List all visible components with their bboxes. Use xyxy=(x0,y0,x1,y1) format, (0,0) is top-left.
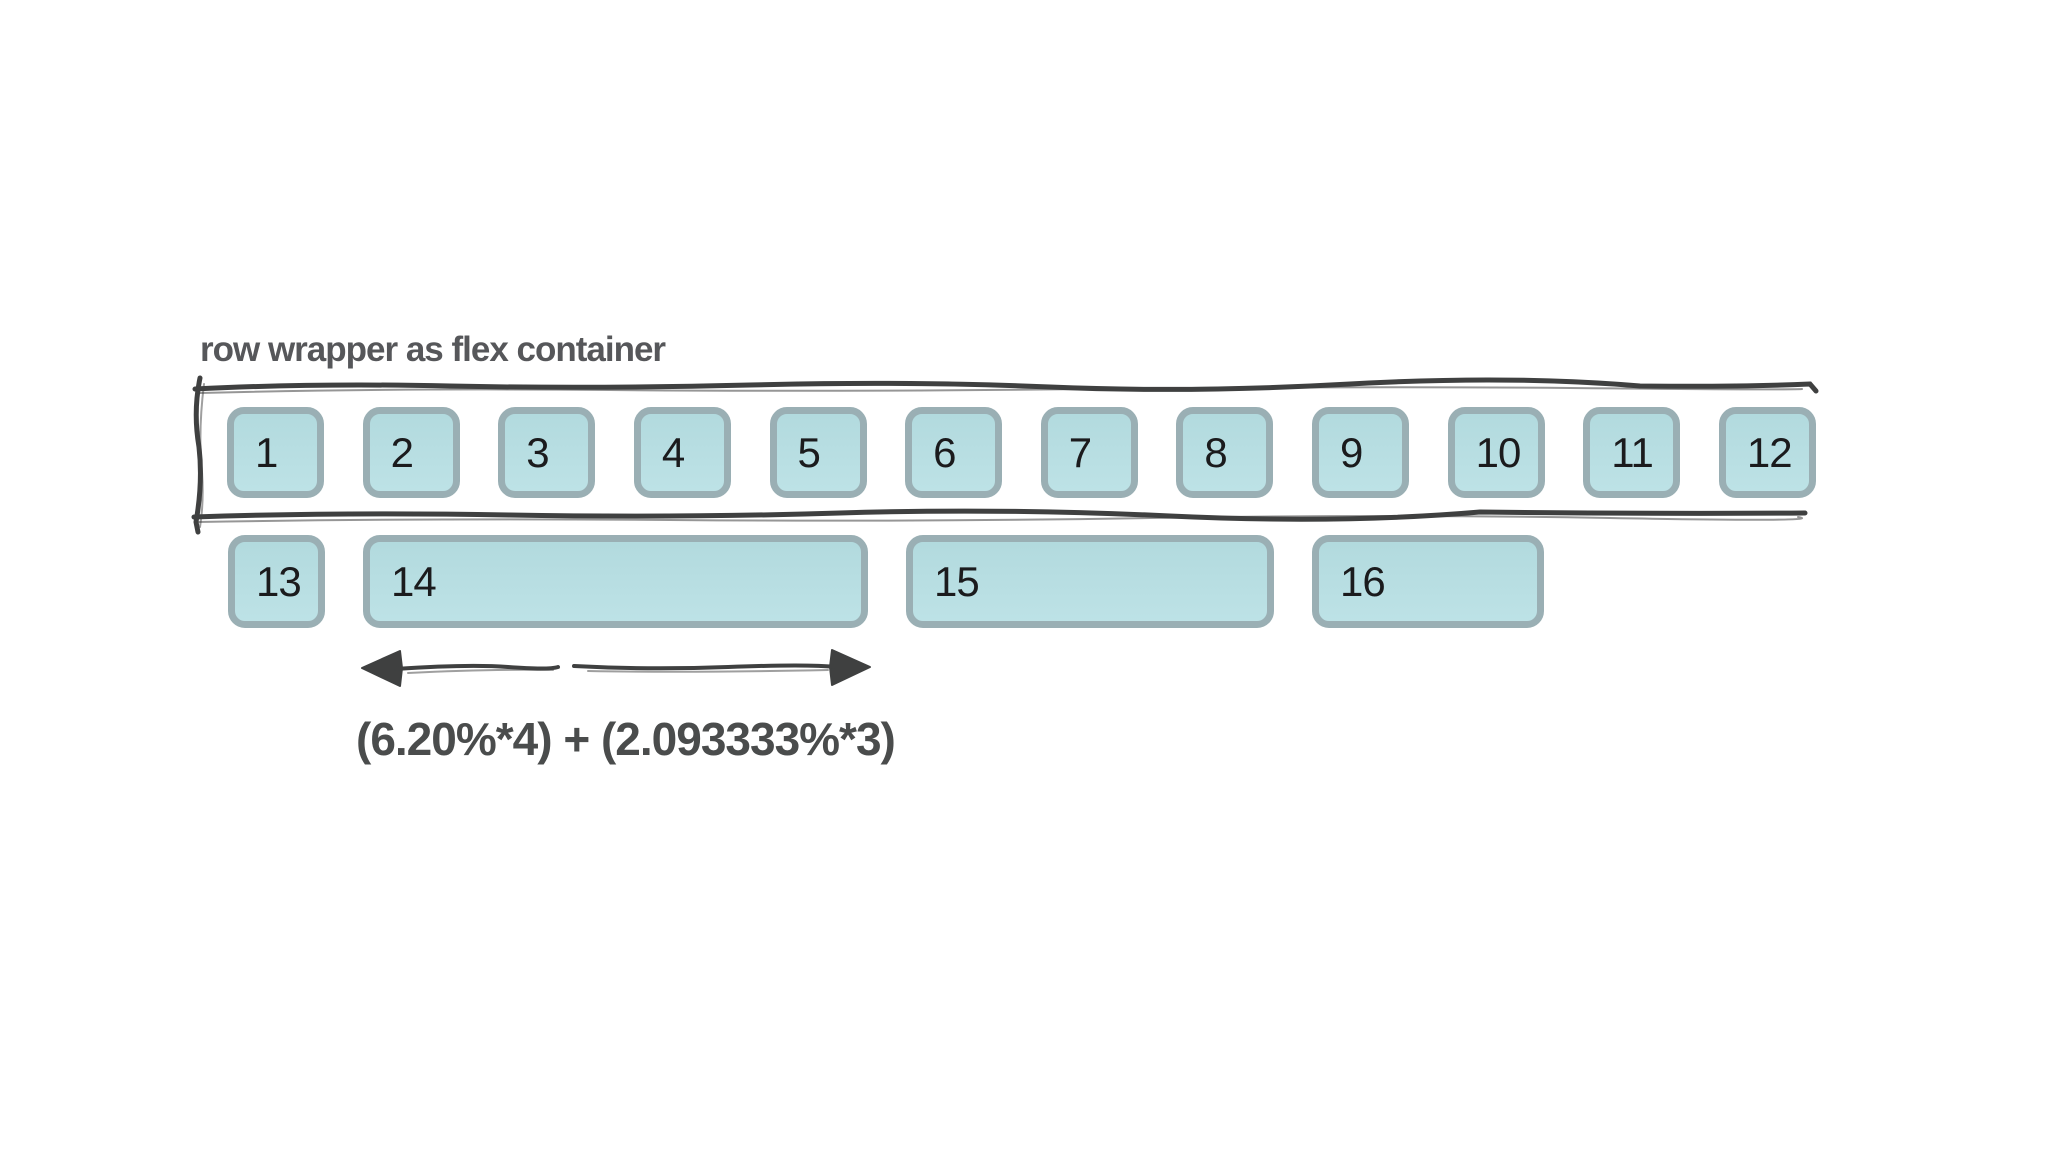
flex-item-label: 9 xyxy=(1340,428,1363,476)
flex-item-label: 7 xyxy=(1068,428,1092,476)
diagram-title: row wrapper as flex container xyxy=(200,330,666,369)
flex-item-10: 10 xyxy=(1447,407,1545,498)
flex-item-label: 1 xyxy=(255,428,278,476)
flex-item-8: 8 xyxy=(1176,407,1274,498)
flex-item-11: 11 xyxy=(1583,407,1681,498)
width-formula-label: (6.20%*4) + (2.093333%*3) xyxy=(356,713,896,765)
flex-item-13: 13 xyxy=(228,535,325,628)
flex-item-9: 9 xyxy=(1312,407,1409,498)
flex-item-label: 3 xyxy=(526,428,549,476)
row-wrapper-sketch-border xyxy=(191,375,1819,535)
flex-item-16: 16 xyxy=(1312,535,1544,628)
flex-item-label: 10 xyxy=(1475,428,1522,476)
flex-item-4: 4 xyxy=(633,407,731,498)
flex-item-label: 11 xyxy=(1611,428,1654,476)
flex-item-3: 3 xyxy=(498,407,596,498)
flex-item-14: 14 xyxy=(363,535,868,628)
flex-item-label: 13 xyxy=(256,557,302,605)
flex-item-15: 15 xyxy=(906,535,1274,628)
flex-item-2: 2 xyxy=(362,407,460,498)
width-measure-arrow-icon xyxy=(361,649,871,687)
flex-item-label: 16 xyxy=(1340,557,1386,605)
flex-item-label: 6 xyxy=(933,428,956,476)
flex-row-1: 1 2 3 4 5 6 7 8 9 10 11 12 xyxy=(227,407,1816,498)
flex-item-label: 12 xyxy=(1746,428,1793,476)
flex-item-label: 2 xyxy=(390,428,414,476)
flex-item-label: 14 xyxy=(391,557,437,605)
flex-item-6: 6 xyxy=(905,407,1003,498)
flex-row-2: 13 14 15 16 xyxy=(228,535,1544,628)
flex-item-5: 5 xyxy=(769,407,867,498)
flex-item-12: 12 xyxy=(1718,407,1816,498)
flex-item-label: 5 xyxy=(797,428,821,476)
flex-item-label: 4 xyxy=(661,428,685,476)
flex-item-label: 8 xyxy=(1204,428,1227,476)
flex-item-7: 7 xyxy=(1040,407,1138,498)
flex-item-1: 1 xyxy=(227,407,324,498)
flex-item-label: 15 xyxy=(934,557,980,605)
